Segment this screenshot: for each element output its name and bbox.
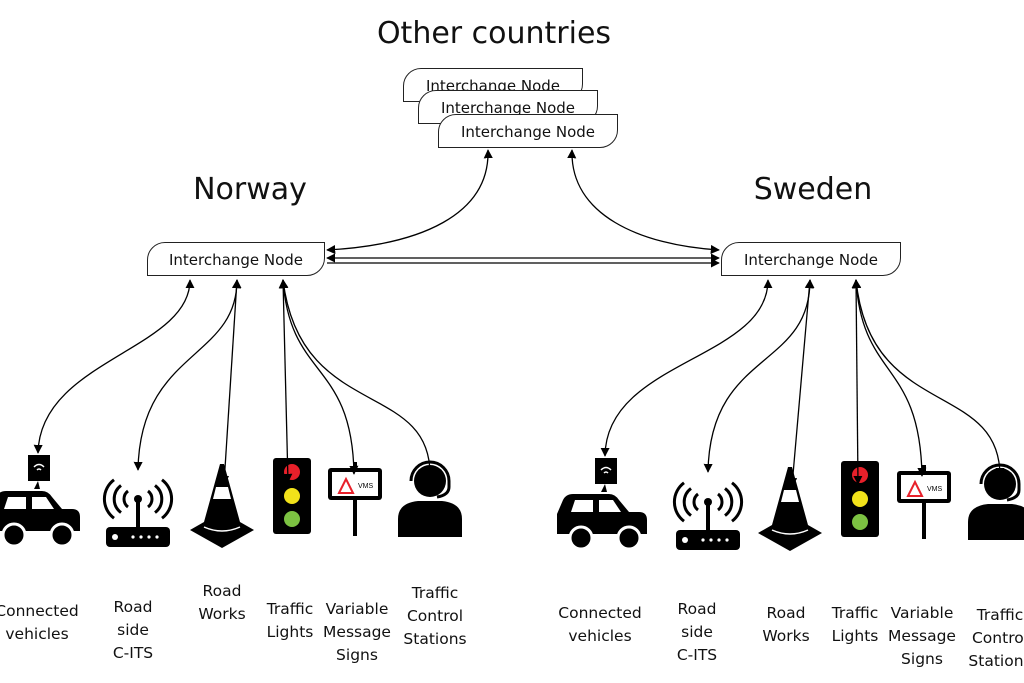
label-line: Lights bbox=[831, 627, 879, 645]
label-line: Traffic bbox=[266, 600, 314, 618]
arrow-sweden-device-5 bbox=[852, 279, 1005, 477]
label-line: C-ITS bbox=[112, 644, 154, 662]
traffic-light-icon bbox=[273, 458, 311, 534]
label-line: Control bbox=[971, 629, 1024, 647]
label-line: Traffic bbox=[411, 584, 459, 602]
other-countries-title: Other countries bbox=[376, 16, 612, 51]
arrow-norway-device-4 bbox=[279, 279, 359, 475]
label-line: side bbox=[681, 623, 713, 641]
arrow-sweden-other bbox=[567, 149, 720, 255]
arrow-norway-device-5 bbox=[279, 279, 435, 475]
label-line: Works bbox=[198, 605, 246, 623]
sweden-interchange-node[interactable]: Interchange Node bbox=[721, 242, 901, 276]
arrow-sweden-device-3 bbox=[851, 279, 863, 485]
arrow-sweden-device-4 bbox=[851, 279, 927, 477]
arrow-norway-device-1 bbox=[133, 279, 242, 471]
arrow-norway-device-0 bbox=[33, 279, 195, 454]
label-line: Connected bbox=[0, 602, 79, 620]
sweden-device-label: Connected vehicles bbox=[558, 602, 641, 648]
label-line: Variable bbox=[325, 600, 389, 618]
label-line: Road bbox=[113, 598, 153, 616]
car-icon bbox=[0, 455, 80, 548]
label-line: vehicles bbox=[568, 627, 632, 645]
label-line: Stations bbox=[403, 630, 467, 648]
label-line: Variable bbox=[890, 604, 954, 622]
label-line: Stations bbox=[968, 652, 1024, 670]
vms-text: VMS bbox=[358, 483, 374, 490]
label-line: Signs bbox=[901, 650, 943, 668]
sweden-title: Sweden bbox=[753, 172, 873, 207]
norway-devices: VMS bbox=[0, 455, 462, 548]
label-line: vehicles bbox=[5, 625, 69, 643]
arrow-norway-device-2 bbox=[219, 279, 242, 485]
label-line: Message bbox=[323, 623, 391, 641]
label-line: Message bbox=[888, 627, 956, 645]
label-line: Works bbox=[762, 627, 810, 645]
vms-sign-icon: VMS bbox=[328, 462, 382, 536]
label-line: Road bbox=[766, 604, 806, 622]
arrow-norway-other bbox=[326, 149, 493, 255]
label-line: Traffic bbox=[831, 604, 879, 622]
label-line: C-ITS bbox=[676, 646, 718, 664]
operator-headset-icon bbox=[968, 463, 1024, 540]
router-icon bbox=[102, 478, 174, 547]
car-icon bbox=[557, 458, 647, 551]
label-line: Road bbox=[677, 600, 717, 618]
traffic-light-icon bbox=[841, 461, 879, 537]
other-interchange-node-3[interactable]: Interchange Node bbox=[438, 114, 618, 148]
arrow-sweden-device-0 bbox=[600, 279, 773, 457]
arrow-sweden-device-2 bbox=[788, 279, 814, 487]
norway-title: Norway bbox=[193, 172, 307, 207]
traffic-cone-icon bbox=[190, 464, 254, 548]
label-line: Lights bbox=[266, 623, 314, 641]
vms-sign-icon: VMS bbox=[897, 465, 951, 539]
label-line: side bbox=[117, 621, 149, 639]
norway-device-label: Connected vehicles bbox=[0, 600, 79, 646]
traffic-cone-icon bbox=[758, 467, 822, 551]
label-line: Control bbox=[406, 607, 464, 625]
router-icon bbox=[672, 481, 744, 550]
label-line: Traffic bbox=[976, 606, 1024, 624]
label-line: Road bbox=[202, 582, 242, 600]
sweden-devices: VMS bbox=[557, 458, 1024, 551]
norway-interchange-node[interactable]: Interchange Node bbox=[147, 242, 325, 276]
vms-text: VMS bbox=[927, 486, 943, 493]
label-line: Signs bbox=[336, 646, 378, 664]
label-line: Connected bbox=[558, 604, 642, 622]
